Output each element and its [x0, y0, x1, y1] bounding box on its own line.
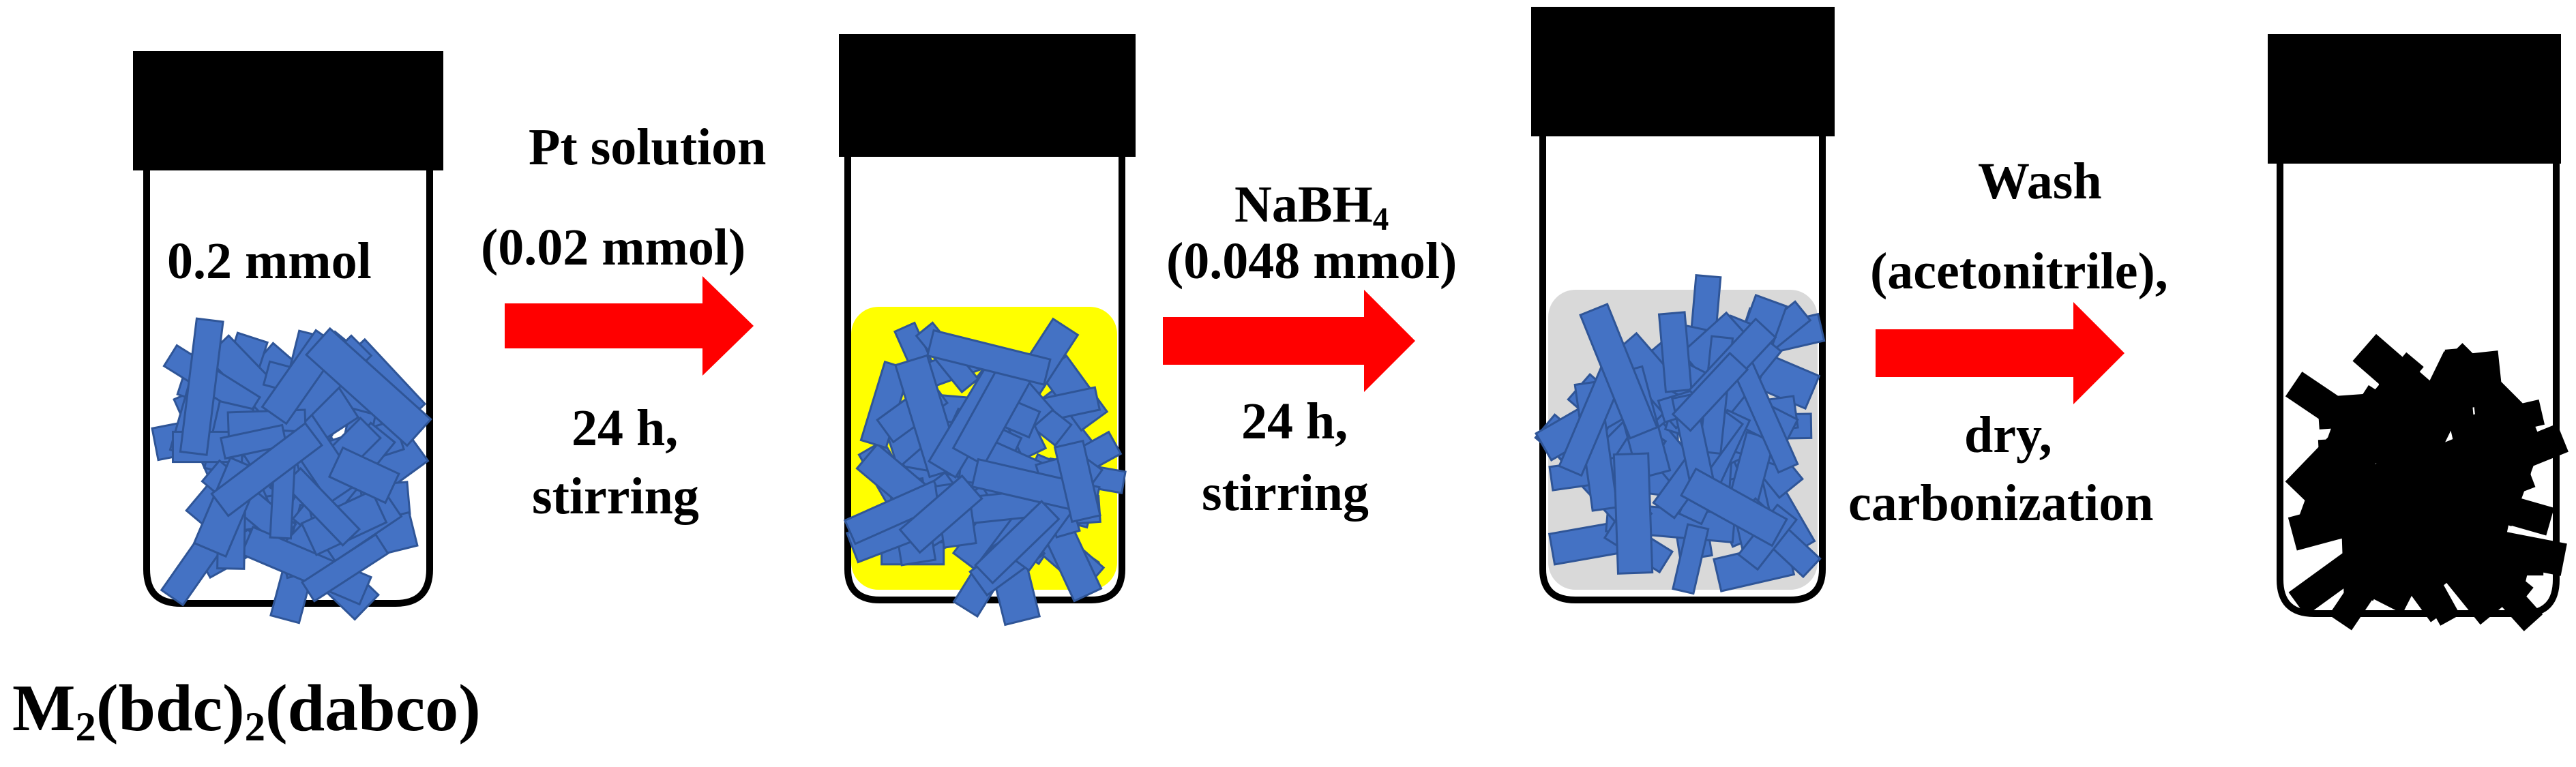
formula-linker: (bdc) [95, 672, 245, 745]
crystal-rod [1612, 452, 1654, 575]
vial-3-cap [1531, 7, 1835, 136]
step-2-time: 24 h, [1241, 393, 1348, 450]
crystal-rod [210, 421, 324, 517]
step-1-condition: stirring [532, 468, 699, 525]
crystal-rod [2339, 481, 2371, 599]
crystal-rod [1679, 467, 1788, 547]
formula-metal-subscript: 2 [75, 704, 96, 751]
crystal-rod [1053, 439, 1101, 524]
step-2-reagent: NaBH4 [1234, 176, 1389, 235]
vial-1 [133, 51, 443, 625]
step-3-dry: dry, [1964, 406, 2052, 464]
step-1-reagent: Pt solution [529, 119, 767, 176]
step-3-solvent: (acetonitrile), [1870, 243, 2168, 300]
step-3-carbonization: carbonization [1848, 475, 2154, 532]
formula-pillar: (dabco) [265, 672, 481, 745]
crystal-rod [300, 532, 389, 603]
crystal-rod [2391, 372, 2472, 485]
vial-2-crystals [843, 317, 1127, 627]
vial-2 [839, 34, 1136, 627]
vial-1-crystals [151, 317, 432, 625]
vial-4-body [2277, 164, 2560, 617]
crystal-rod [2416, 541, 2544, 576]
vial-3-body [1539, 136, 1826, 603]
crystal-rod [2448, 399, 2545, 446]
step-2-condition: stirring [1202, 464, 1369, 522]
formula-linker-subscript: 2 [244, 704, 266, 751]
crystal-rod [1671, 351, 1749, 432]
vial-4-cap [2268, 34, 2561, 164]
crystal-rod [1657, 311, 1693, 393]
crystal-rod [926, 329, 1052, 386]
step-1-amount: (0.02 mmol) [481, 219, 746, 276]
crystal-rod [220, 423, 288, 460]
arrow-step-2 [1163, 290, 1415, 392]
step-2-reagent-name: NaBH [1234, 176, 1373, 233]
crystal-rod [2319, 352, 2424, 471]
mof-formula: M2(bdc)2(dabco) [12, 672, 481, 748]
vial-3 [1531, 7, 1835, 603]
crystal-rod [304, 327, 432, 447]
formula-metal: M [12, 672, 76, 745]
step-2-amount: (0.048 mmol) [1166, 232, 1457, 290]
crystal-rod [1579, 303, 1659, 440]
crystal-rod [974, 500, 1061, 585]
step-2-reagent-subscript: 4 [1372, 201, 1389, 237]
vial-4 [2268, 34, 2568, 631]
step-1-time: 24 h, [572, 400, 679, 457]
arrow-step-1 [505, 276, 754, 376]
crystal-rod [2476, 487, 2554, 536]
vial-1-amount-label: 0.2 mmol [167, 232, 372, 290]
crystal-rod [179, 317, 224, 456]
crystal-rod [327, 446, 400, 505]
step-3-action: Wash [1978, 153, 2102, 210]
vial-1-cap [133, 51, 443, 170]
vial-3-crystals [1534, 273, 1826, 595]
arrow-step-3 [1876, 302, 2125, 404]
crystal-rod [1672, 523, 1710, 595]
vial-2-cap [839, 34, 1136, 157]
vial-4-crystals [2285, 333, 2568, 631]
